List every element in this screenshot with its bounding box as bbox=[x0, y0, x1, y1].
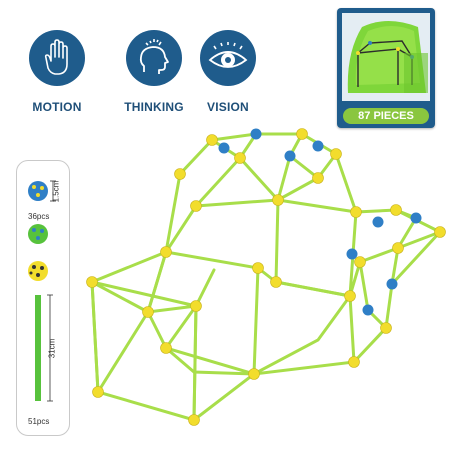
connector-balls bbox=[86, 128, 446, 426]
ball-count-label: 36pcs bbox=[28, 212, 50, 221]
eye-icon bbox=[200, 30, 256, 86]
pieces-badge: 87 PIECES bbox=[343, 108, 429, 124]
green-ball-icon bbox=[28, 224, 48, 244]
promo-box: 87 PIECES bbox=[337, 8, 435, 128]
feature-label-motion: MOTION bbox=[32, 100, 82, 114]
feature-label-thinking: THINKING bbox=[124, 100, 184, 114]
rod-count-label: 51pcs bbox=[28, 417, 50, 426]
head-icon bbox=[126, 30, 182, 86]
hand-icon bbox=[29, 30, 85, 86]
rod-icon bbox=[35, 295, 41, 401]
feature-thinking: THINKING bbox=[119, 30, 189, 114]
blue-ball-icon bbox=[28, 181, 48, 201]
parts-sidebar: 1.5cm 36pcs 31cm 51pcs bbox=[16, 160, 70, 436]
feature-vision: VISION bbox=[193, 30, 263, 114]
fort-tent-image bbox=[342, 13, 430, 101]
feature-label-vision: VISION bbox=[207, 100, 249, 114]
yellow-ball-icon bbox=[28, 261, 48, 281]
feature-motion: MOTION bbox=[22, 30, 92, 114]
parts-illustration bbox=[28, 180, 56, 402]
